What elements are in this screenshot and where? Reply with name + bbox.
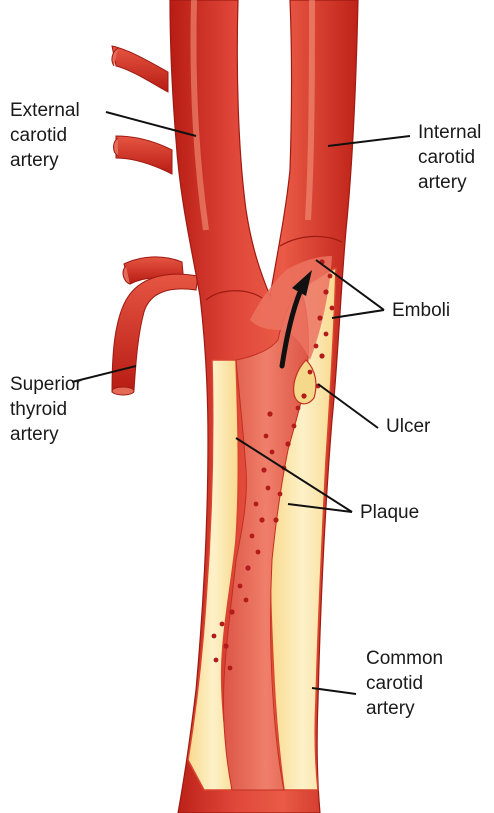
label-line: Plaque <box>360 500 419 525</box>
label-line: carotid <box>10 123 80 148</box>
label-superior-thyroid-artery: Superior thyroid artery <box>10 372 82 447</box>
label-ulcer: Ulcer <box>386 414 430 439</box>
label-line: Internal <box>418 120 481 145</box>
label-external-carotid-artery: External carotid artery <box>10 98 80 173</box>
superior-thyroid-artery <box>112 274 198 395</box>
label-internal-carotid-artery: Internal carotid artery <box>418 120 481 195</box>
label-line: External <box>10 98 80 123</box>
label-line: artery <box>10 422 82 447</box>
label-plaque: Plaque <box>360 500 419 525</box>
label-line: artery <box>418 170 481 195</box>
label-line: carotid <box>366 671 443 696</box>
label-common-carotid-artery: Common carotid artery <box>366 646 443 721</box>
label-line: thyroid <box>10 397 82 422</box>
label-line: Common <box>366 646 443 671</box>
label-emboli: Emboli <box>392 298 450 323</box>
label-line: Emboli <box>392 298 450 323</box>
label-line: carotid <box>418 145 481 170</box>
label-line: artery <box>10 148 80 173</box>
label-line: Ulcer <box>386 414 430 439</box>
label-line: Superior <box>10 372 82 397</box>
label-line: artery <box>366 696 443 721</box>
